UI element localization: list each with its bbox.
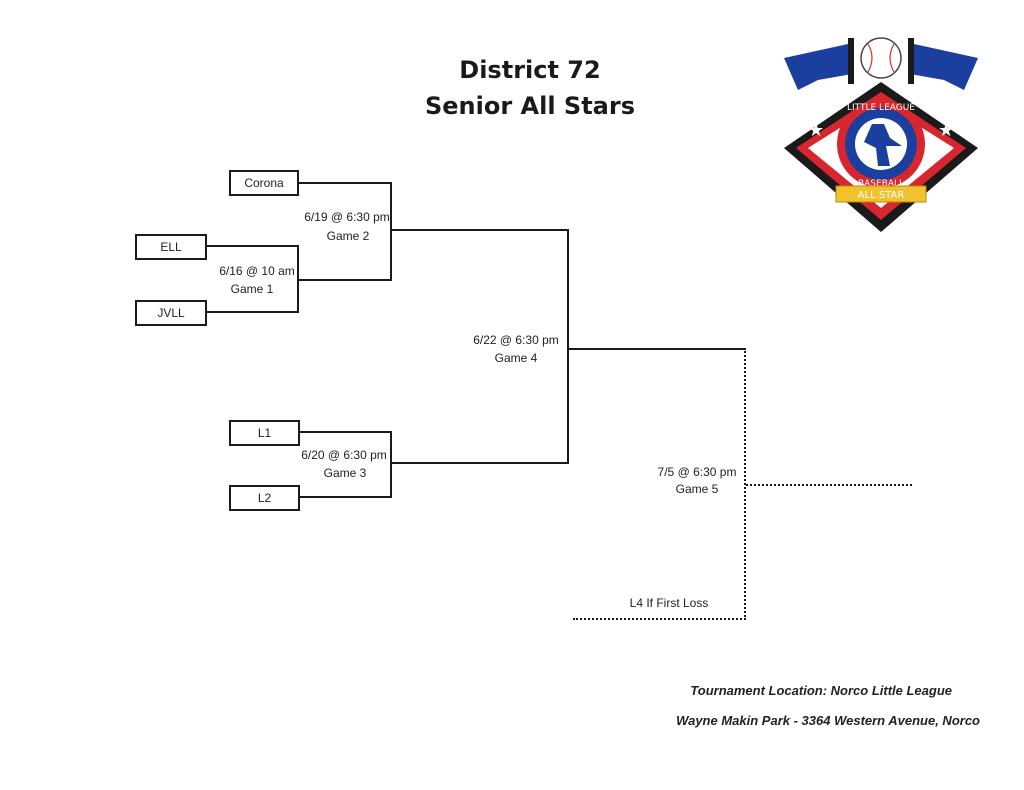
bracket-line [390,229,569,231]
game4-label: Game 4 [494,351,538,365]
bracket-line [567,348,745,350]
bracket-dotted-line [573,618,746,620]
game2-label: Game 2 [326,229,370,243]
tournament-location: Tournament Location: Norco Little League [690,683,952,698]
loser-slot-label: L4 If First Loss [629,596,709,610]
bracket-dotted-line [744,348,746,620]
game1-time: 6/16 @ 10 am [219,264,295,278]
svg-text:★: ★ [938,120,954,141]
team-corona: Corona [229,170,299,196]
little-league-all-star-logo: ★ ★ LITTLE LEAGUE BASEBALL ALL STAR [784,37,978,232]
game2-time: 6/19 @ 6:30 pm [304,210,390,224]
bracket-line [300,496,392,498]
bracket-line [300,431,392,433]
svg-text:★: ★ [808,120,824,141]
team-l2: L2 [229,485,300,511]
team-ell: ELL [135,234,207,260]
logo-top-text: LITTLE LEAGUE [847,103,915,113]
title-line-1: District 72 [459,56,601,84]
bracket-line [390,462,569,464]
bracket-line [567,229,569,464]
bracket-line [299,182,391,184]
bracket-line [390,182,392,281]
game1-label: Game 1 [230,282,274,296]
team-jvll: JVLL [135,300,207,326]
logo-banner-text: ALL STAR [858,190,905,201]
title-line-2: Senior All Stars [424,92,635,120]
game3-time: 6/20 @ 6:30 pm [301,448,387,462]
game4-time: 6/22 @ 6:30 pm [473,333,559,347]
tournament-address: Wayne Makin Park - 3364 Western Avenue, … [676,713,980,728]
bracket-line [207,245,298,247]
logo-bottom-text: BASEBALL [858,179,904,189]
game3-label: Game 3 [323,466,367,480]
bracket-line [207,311,298,313]
team-l1: L1 [229,420,300,446]
game5-time: 7/5 @ 6:30 pm [657,465,737,479]
game5-label: Game 5 [675,482,719,496]
bracket-line [297,279,392,281]
bracket-dotted-line [746,484,912,486]
bracket-line [390,431,392,498]
